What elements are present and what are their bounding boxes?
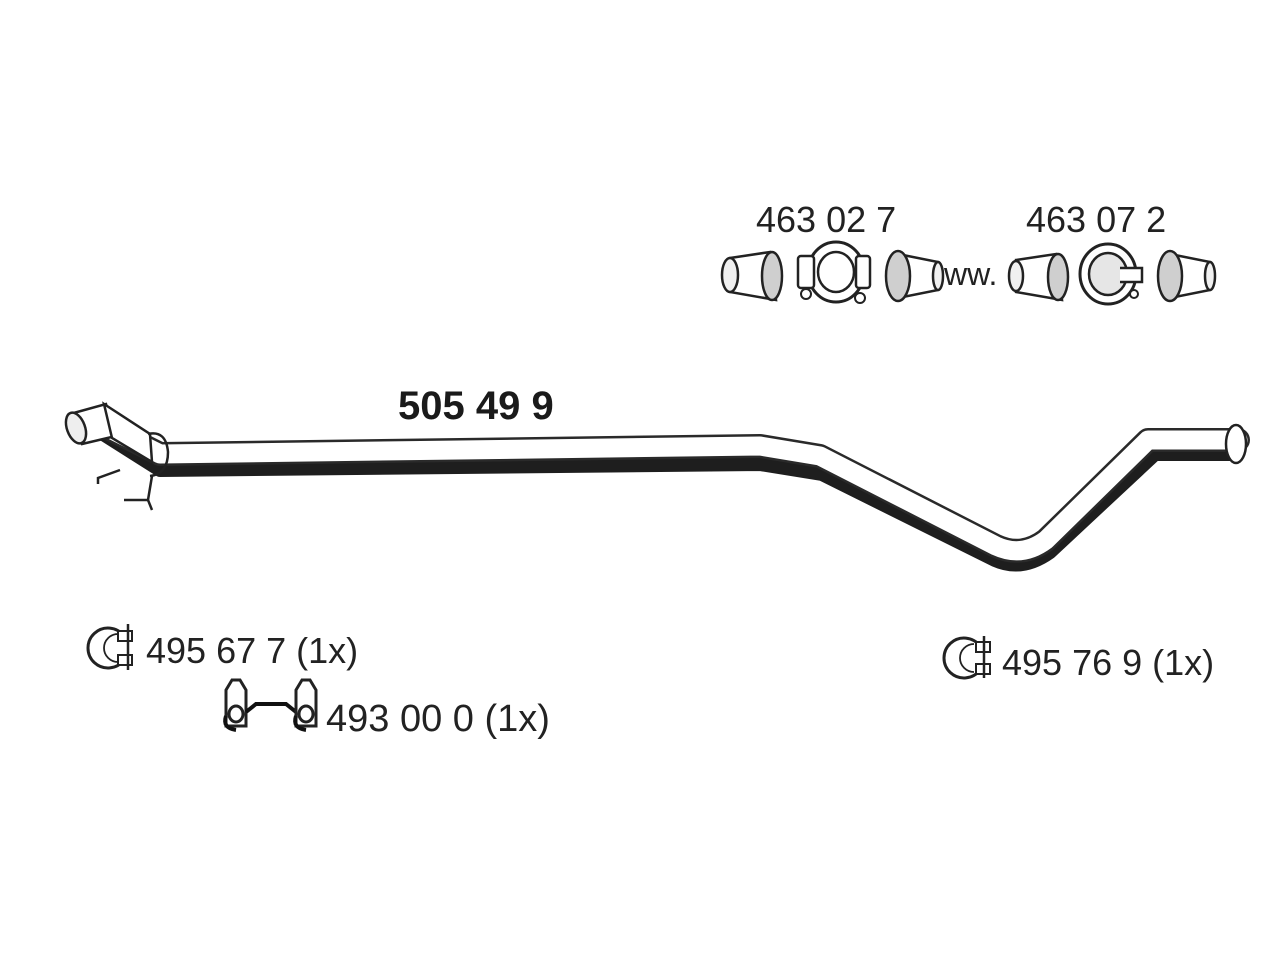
pipe-sleeve-icon <box>1007 252 1070 302</box>
rubber-mount-part-number: 493 00 0 (1x) <box>326 698 550 740</box>
flange-clamp-icon <box>796 240 872 304</box>
pipe-shadow <box>93 425 1245 572</box>
pipe-body <box>90 414 1248 561</box>
pipe-sleeve-icon <box>1156 249 1217 303</box>
main-part-number: 505 49 9 <box>398 384 554 428</box>
clamp-ring-icon <box>86 624 133 670</box>
pipe-outlet <box>1224 423 1248 465</box>
pipe-sleeve-icon <box>720 250 784 302</box>
pipe-bracket <box>96 432 170 511</box>
kit-b-part-number: 463 07 2 <box>1026 199 1167 240</box>
pipe-sleeve-icon <box>884 249 945 303</box>
kit-a-part-number: 463 02 7 <box>756 199 897 240</box>
clamp-ring-icon <box>1078 242 1144 306</box>
rubber-mount-icon <box>223 678 318 732</box>
clamp-ring-icon <box>942 636 991 680</box>
exhaust-pipe-drawing <box>64 401 1250 572</box>
clamp-right-part-number: 495 76 9 (1x) <box>1002 642 1215 683</box>
clamp-left-part-number: 495 67 7 (1x) <box>146 630 359 671</box>
kit-separator-label: ww. <box>944 256 998 292</box>
pipe-inlet <box>64 401 154 465</box>
kit-463072-drawing <box>1007 242 1217 306</box>
kit-463027-drawing <box>720 240 945 304</box>
